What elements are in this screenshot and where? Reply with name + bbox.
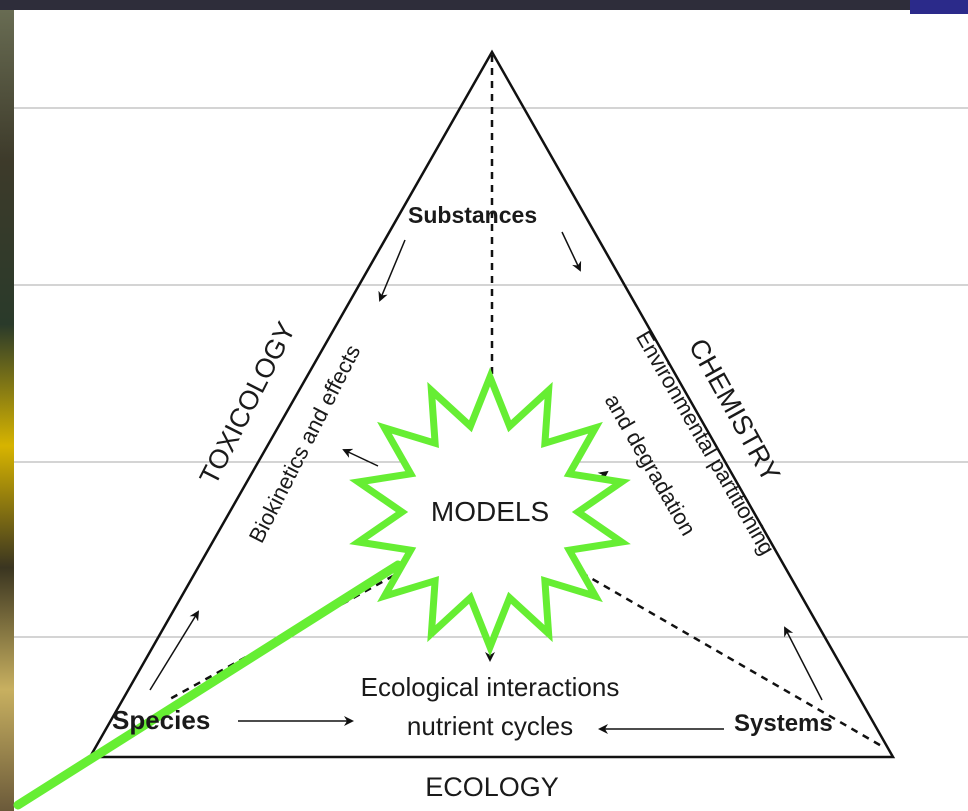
models-starburst bbox=[349, 367, 631, 657]
background-left-strip bbox=[0, 0, 14, 811]
process-label-ecological-line1: Ecological interactions bbox=[360, 672, 620, 702]
corner-label-substances: Substances bbox=[408, 202, 538, 228]
side-label-ecology: ECOLOGY bbox=[425, 772, 559, 802]
corner-label-systems: Systems bbox=[734, 710, 833, 737]
center-label-models: MODELS bbox=[430, 496, 550, 527]
arrow-substances-to-toxicology bbox=[378, 239, 406, 302]
green-pointer-line bbox=[13, 560, 403, 810]
process-label-ecological-line2: nutrient cycles bbox=[406, 711, 574, 741]
background-top-strip bbox=[0, 0, 968, 10]
main-triangle bbox=[87, 49, 896, 759]
arrow-systems-to-chemistry bbox=[784, 626, 823, 701]
arrow-species-to-toxicology bbox=[149, 610, 200, 691]
arrow-substances-to-chemistry bbox=[561, 231, 582, 272]
corner-label-species: Species bbox=[112, 705, 211, 735]
arrow-models-to-toxicology bbox=[342, 448, 379, 467]
background-top-right-block bbox=[910, 0, 968, 14]
